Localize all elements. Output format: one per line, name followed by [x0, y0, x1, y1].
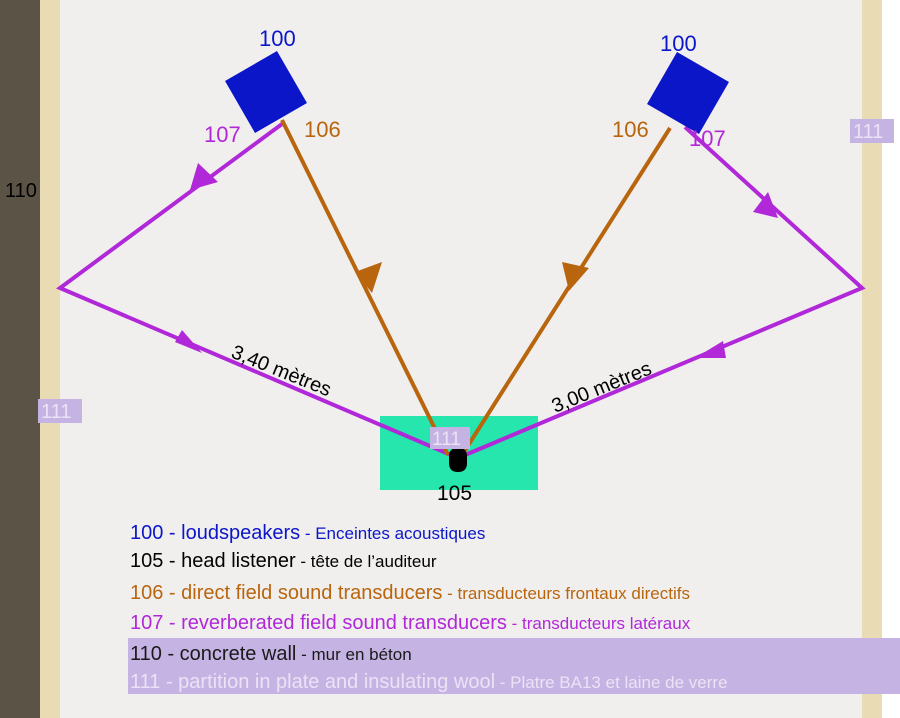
direct-arrow-left: [355, 262, 382, 293]
legend-en: 100 - loudspeakers: [130, 522, 301, 544]
legend-row-reverb-transducers: 107 - reverberated field sound transduce…: [130, 611, 690, 636]
reverb-left-label: 107: [204, 122, 241, 147]
partition-right-label: 111: [853, 121, 883, 143]
legend-row-head-listener: 105 - head listener - tête de l’auditeur: [130, 549, 436, 574]
speaker-right-label: 100: [660, 31, 697, 56]
legend-en: 107 - reverberated field sound transduce…: [130, 612, 507, 634]
legend-fr: - Platre BA13 et laine de verre: [495, 673, 728, 692]
partition-left: [40, 0, 60, 718]
partition-right: [862, 0, 882, 718]
speaker-left-label: 100: [259, 26, 296, 51]
legend-fr: - transducteurs frontaux directifs: [442, 584, 690, 603]
direct-left-label: 106: [304, 117, 341, 142]
legend-row-loudspeakers: 100 - loudspeakers - Enceintes acoustiqu…: [130, 521, 485, 546]
direct-right-label: 106: [612, 117, 649, 142]
legend-fr: - tête de l’auditeur: [295, 552, 437, 571]
legend-en: 111 - partition in plate and insulating …: [130, 671, 496, 693]
listener-label: 105: [437, 482, 472, 505]
partition-center-label: 111: [432, 429, 461, 450]
reverb-path-right: [457, 125, 866, 460]
reverb-arrow-right-lower: [695, 341, 726, 358]
loudspeaker-right: [647, 52, 729, 134]
legend-row-direct-transducers: 106 - direct field sound transducers - t…: [130, 581, 690, 606]
legend-row-partition: 111 - partition in plate and insulating …: [130, 670, 728, 695]
legend-en: 110 - concrete wall: [130, 643, 297, 665]
reverb-arrow-right-upper: [753, 192, 778, 218]
listener-head: [449, 448, 467, 472]
legend-en: 105 - head listener: [130, 550, 296, 572]
reverb-arrow-left-upper: [190, 163, 218, 190]
reverb-arrow-left-lower: [175, 330, 202, 353]
wall-label: 110: [5, 180, 37, 202]
legend-fr: - Enceintes acoustiques: [300, 524, 486, 543]
legend-fr: - transducteurs latéraux: [506, 614, 691, 633]
legend-highlight-band: [128, 638, 900, 694]
legend-fr: - mur en béton: [296, 645, 412, 664]
loudspeaker-left: [225, 51, 307, 133]
partition-label-box-left: [38, 399, 82, 423]
reverb-right-label: 107: [689, 126, 726, 151]
partition-left-label: 111: [41, 401, 71, 423]
partition-label-box-right: [850, 119, 894, 143]
legend-en: 106 - direct field sound transducers: [130, 582, 443, 604]
direct-path-left: [280, 119, 450, 456]
room-floor: [40, 0, 862, 718]
direct-path-right: [460, 126, 672, 457]
partition-label-box-center: [430, 427, 470, 449]
direct-arrow-right: [562, 262, 589, 291]
legend-row-concrete-wall: 110 - concrete wall - mur en béton: [130, 642, 412, 667]
concrete-wall: [0, 0, 40, 718]
